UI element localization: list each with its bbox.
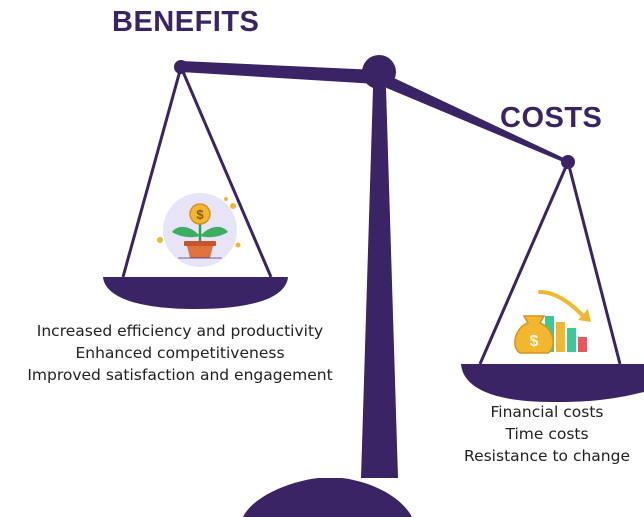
benefits-list: Increased efficiency and productivity En…	[10, 320, 350, 386]
cost-item: Time costs	[505, 425, 589, 443]
costs-title: COSTS	[500, 102, 603, 134]
benefit-item: Improved satisfaction and engagement	[27, 366, 333, 384]
scale-pivot	[362, 55, 396, 89]
svg-text:$: $	[196, 207, 204, 222]
cost-item: Resistance to change	[464, 447, 630, 465]
cost-item: Financial costs	[490, 403, 604, 421]
scale-pillar	[361, 88, 398, 478]
benefits-title: BENEFITS	[112, 6, 260, 38]
costs-list: Financial costs Time costs Resistance to…	[450, 401, 644, 467]
benefit-item: Increased efficiency and productivity	[36, 322, 324, 340]
left-pan-string	[179, 66, 273, 278]
right-pan-string	[566, 161, 622, 365]
right-pan-string	[478, 161, 570, 365]
right-pan	[461, 364, 644, 402]
money-bag-declining-chart-icon: $	[514, 290, 591, 354]
left-pan	[103, 277, 288, 309]
money-plant-icon: $	[157, 193, 241, 267]
svg-text:$: $	[530, 333, 539, 350]
scale-base	[243, 478, 412, 517]
left-pan-string	[121, 66, 183, 278]
benefit-item: Enhanced competitiveness	[75, 344, 285, 362]
